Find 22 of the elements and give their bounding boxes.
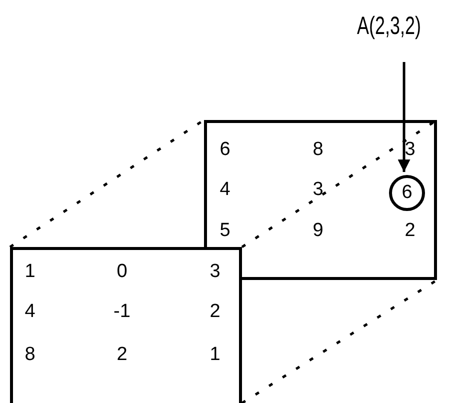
matrix-value: 3 xyxy=(404,139,416,161)
depth-line xyxy=(241,278,438,403)
matrix-value: 5 xyxy=(220,220,230,242)
index-label: A(2,3,2) xyxy=(357,8,457,44)
matrix-value: 2 xyxy=(116,344,128,366)
matrix-value: 1 xyxy=(210,344,220,366)
matrix-value: 8 xyxy=(312,139,324,161)
matrix-value: 9 xyxy=(312,220,324,242)
matrix-value: 2 xyxy=(210,301,220,323)
matrix-value: 8 xyxy=(24,344,36,366)
highlight-circle: 6 xyxy=(389,175,425,211)
matrix-value: 6 xyxy=(220,139,230,161)
matrix-value: -1 xyxy=(114,301,130,323)
matrix-value: 2 xyxy=(404,220,416,242)
matrix-value: 4 xyxy=(24,301,36,323)
matrix-value: 0 xyxy=(116,261,128,283)
matrix-value: 1 xyxy=(24,261,36,283)
matrix-value: 3 xyxy=(210,261,220,283)
matrix-value: 4 xyxy=(220,179,230,201)
leader-arrow xyxy=(398,62,410,172)
matrix-page xyxy=(10,247,242,403)
matrix-value: 3 xyxy=(312,179,324,201)
